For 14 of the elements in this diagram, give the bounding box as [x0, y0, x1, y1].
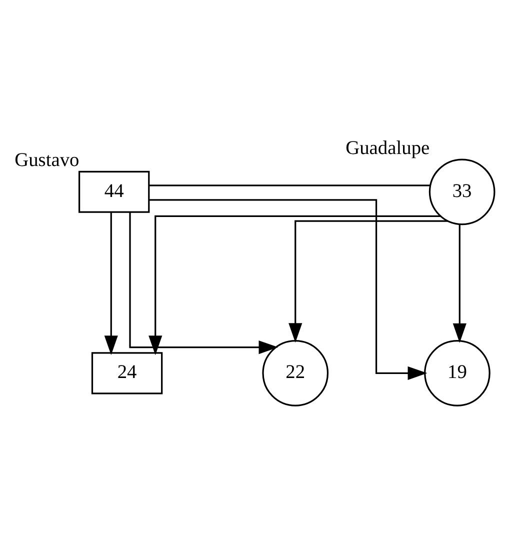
node-circle: 22: [262, 339, 329, 406]
arrow: [148, 214, 440, 355]
node-circle: 19: [424, 339, 490, 406]
node-box: 24: [91, 352, 163, 394]
node-label: Gustavo: [14, 150, 80, 171]
arrow: [148, 198, 428, 380]
arrow: [288, 220, 448, 342]
arrow: [129, 212, 278, 354]
node-label: Guadalupe: [346, 138, 430, 159]
connector: [149, 184, 430, 186]
node-circle: 33: [428, 158, 496, 225]
arrow: [104, 212, 118, 355]
node-box: 44: [78, 170, 150, 212]
arrow: [452, 224, 466, 342]
